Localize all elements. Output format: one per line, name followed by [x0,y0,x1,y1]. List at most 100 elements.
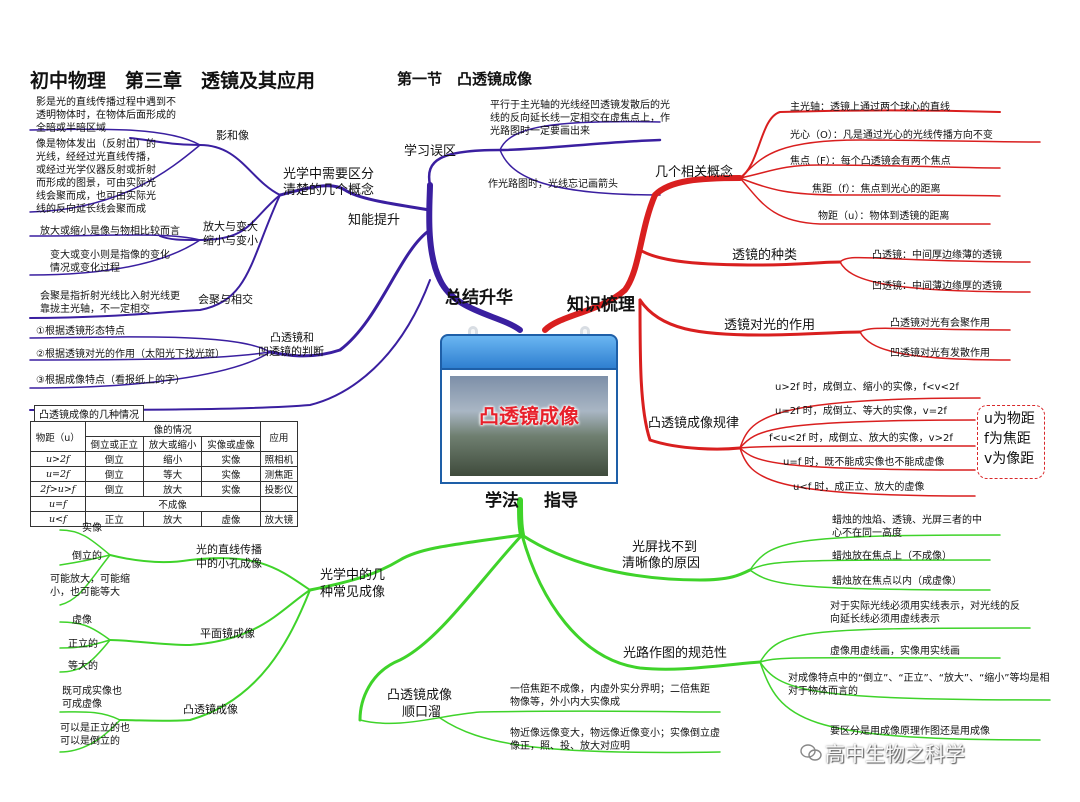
several-node-2: 种常见成像 [320,585,386,600]
concept-item: 物距（u）：物体到透镜的距离 [818,211,950,222]
table-cell: 等大 [142,466,203,482]
rule-node: 凸透镜成像规律 [648,416,740,431]
rule-item: f<u<2f 时，成倒立、放大的实像，v>2f [769,433,953,444]
norm-item: 对于实际光线必须用实线表示，对光线的反向延长线必须用虚线表示 [830,601,1020,625]
table-cell: 倒立 [84,481,144,497]
table-row: u>2f 倒立 缩小 实像 照相机 [30,451,299,467]
judge-node-2: 凹透镜的判断 [258,345,324,358]
trunk-left [426,182,523,333]
table-caption: 凸透镜成像的几种情况 [34,405,144,421]
trunk-bottom [517,497,525,538]
watermark: 高中生物之科学 [825,742,965,766]
shadow-note: 影是光的直线传播过程中遇到不透明物体时，在物体后面形成的全暗或半暗区域 [36,97,176,134]
mirror-item: 正立的 [68,639,98,650]
table-header: 倒立或正立 [84,436,144,452]
legend-item: f为焦距 [984,431,1031,447]
norm-item: 虚像用虚线画，实像用实线画 [830,646,960,657]
table-cell: u=f [30,496,86,512]
pinhole-item: 实像 [82,523,102,534]
huiju-node: 会聚与相交 [198,293,253,306]
mirror-item: 等大的 [68,661,98,672]
rule-item: u<f 时，成正立、放大的虚像 [793,482,925,493]
table-header: 像的情况 [84,421,261,437]
table-cell: 测焦距 [259,466,299,482]
screen-item: 蜡烛放在焦点以内（成虚像） [832,576,962,587]
concept-item: 焦点（F）：每个凸透镜会有两个焦点 [790,156,951,167]
table-cell: u=2f [30,466,86,482]
table-header: 实像或虚像 [201,436,261,452]
norm-node: 光路作图的规范性 [623,646,728,661]
table-cell: 放大 [142,511,203,527]
yinghe-node: 影和像 [216,129,249,142]
type-item: 凹透镜：中间薄边缘厚的透镜 [872,281,1002,292]
calendar-body: 凸透镜成像 [440,370,618,484]
table-cell: 实像 [201,481,261,497]
page-title: 初中物理 第三章 透镜及其应用 [30,70,316,92]
legend-item: v为像距 [984,451,1035,467]
study-note: 作光路图时，光线忘记画箭头 [488,179,618,190]
effect-item: 凸透镜对光有会聚作用 [890,318,990,329]
concept-item: 光心（O）：凡是通过光心的光线传播方向不变 [790,130,993,141]
mirror-item: 虚像 [72,615,92,626]
rule-item: u=f 时，既不能成实像也不能成虚像 [783,457,945,468]
judge-item: ③根据成像特点（看报纸上的字） [36,375,185,386]
pinhole-item: 倒立的 [72,551,102,562]
type-item: 凸透镜：中间厚边缘薄的透镜 [872,250,1002,261]
table-cell: 照相机 [259,451,299,467]
converge-note: 会聚是指折射光线比入射光线更靠拢主光轴，不一定相交 [40,291,180,315]
rhyme-item: 物近像远像变大，物远像近像变小；实像倒立虚像正，照、投、放大对应明 [510,728,720,752]
guide-label: 指导 [544,491,578,511]
effect-node: 透镜对光的作用 [724,318,816,333]
calendar-header [440,334,618,370]
trunk-right [542,175,743,333]
norm-item: 要区分是用成像原理作图还是用成像 [830,726,990,737]
table-cell: u>2f [30,451,86,467]
table-header: 应用 [259,421,299,452]
table-cell: 实像 [201,451,261,467]
image-note: 像是物体发出（反射出）的光线，经经过光直线传播，或经过光学仪器反射或折射而形成的… [36,139,156,215]
concepts-node-2: 清楚的几个概念 [283,183,375,198]
table-cell: 不成像 [84,496,261,512]
rhyme-item: 一倍焦距不成像，内虚外实分界明；二倍焦距物像等，外小内大实像成 [510,684,710,708]
center-label: 凸透镜成像 [479,404,579,428]
judge-node-1: 凸透镜和 [270,331,314,344]
legend-item: u为物距 [984,411,1035,427]
lens-experiment-photo: 凸透镜成像 [450,376,608,476]
table-cell [259,496,299,512]
table-row: u=f 不成像 [30,496,299,512]
fangda-node-1: 放大与变大 [203,220,258,233]
method-label: 学法 [485,491,519,511]
concept-item: 焦距（f）：焦点到光心的距离 [812,184,941,195]
judge-item: ②根据透镜对光的作用（太阳光下找光斑） [36,349,225,360]
table-cell: 实像 [201,466,261,482]
rule-item: u>2f 时，成倒立、缩小的实像，f<v<2f [775,382,959,393]
table-cell: 虚像 [201,511,261,527]
zhineng-node: 知能提升 [348,213,401,228]
screen-item: 蜡烛的烛焰、透镜、光屏三者的中心不在同一高度 [832,515,982,539]
screen-node-2: 清晰像的原因 [622,556,701,571]
concepts-node-1: 光学中需要区分 [283,167,375,182]
table-cell: 正立 [84,511,144,527]
rule-item: u=2f 时，成倒立、等大的实像，v=2f [775,406,947,417]
table-row: 2f>u>f 倒立 放大 实像 投影仪 [30,481,299,497]
study-note: 平行于主光轴的光线经凹透镜发散后的光线的反向延长线一定相交在虚焦点上，作光路图时… [490,100,670,137]
rhyme-node-2: 顺口溜 [402,705,442,720]
convex-item: 可以是正立的也可以是倒立的 [60,723,130,747]
judge-item: ①根据透镜形态特点 [36,326,125,337]
several-node-1: 光学中的几 [320,568,386,583]
concepts-right-node: 几个相关概念 [655,165,734,180]
study-node: 学习误区 [404,144,457,159]
pinhole-item: 可能放大，可能缩小，也可能等大 [50,574,130,598]
table-cell: u<f [30,511,86,527]
table-row: u=2f 倒立 等大 实像 测焦距 [30,466,299,482]
pinhole-node-1: 光的直线传播 [196,543,262,556]
table-cell: 缩小 [142,451,203,467]
screen-node-1: 光屏找不到 [632,540,698,555]
mirror-node: 平面镜成像 [200,627,255,640]
table-cell: 倒立 [84,451,144,467]
knowledge-label: 知识梳理 [567,295,635,315]
screen-item: 蜡烛放在焦点上（不成像） [832,551,952,562]
table-cell: 放大 [142,481,203,497]
